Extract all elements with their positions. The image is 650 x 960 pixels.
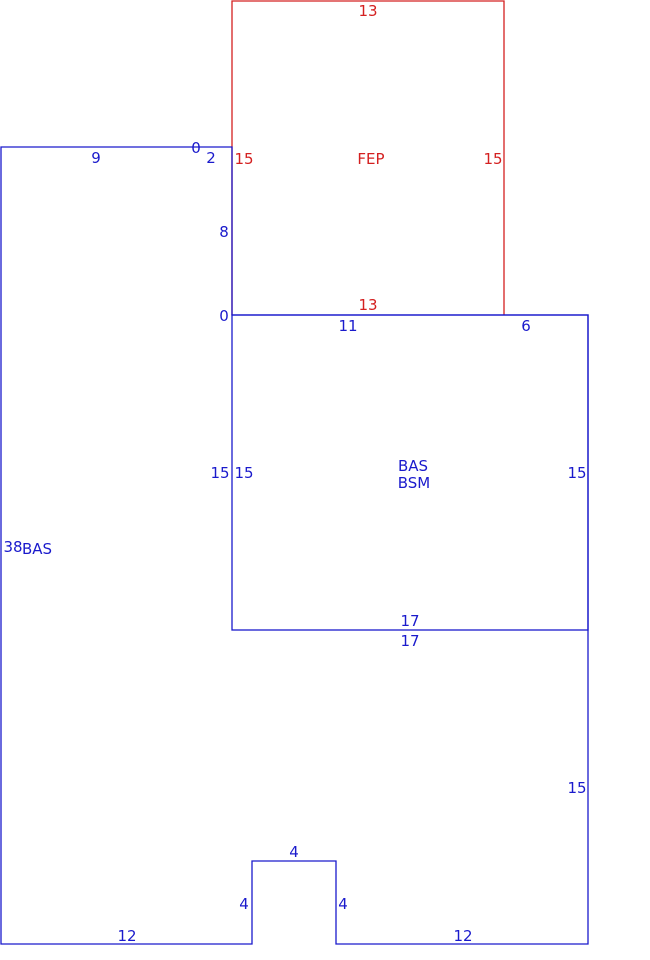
sub-right-dim: 15 [567, 464, 586, 482]
fep-top-dim: 13 [358, 2, 377, 20]
bas-left-dim: 38 [3, 538, 22, 556]
bas-step-0-dim: 0 [219, 307, 229, 325]
bas-top-dim: 9 [91, 149, 101, 167]
bottom-left-dim: 12 [117, 927, 136, 945]
sub-top-6-dim: 6 [521, 317, 531, 335]
sub-left-inner-dim: 15 [234, 464, 253, 482]
notch-left-dim: 4 [239, 895, 249, 913]
sub-top-11-dim: 11 [338, 317, 357, 335]
fep-left-dim: 15 [234, 150, 253, 168]
sub-left-outer-dim: 15 [210, 464, 229, 482]
bas-main-outline [0, 146, 589, 945]
sub-area-label-bas: BAS [398, 457, 428, 475]
sub-bottom-outer-dim: 17 [400, 632, 419, 650]
bas-right-dim: 15 [567, 779, 586, 797]
fep-area-label: FEP [357, 150, 384, 168]
fep-bottom-dim: 13 [358, 296, 377, 314]
bas-bsm-outline [231, 314, 589, 631]
bas-step-2-dim: 2 [206, 149, 216, 167]
sub-area-label-bsm: BSM [398, 474, 431, 492]
fep-right-dim: 15 [483, 150, 502, 168]
notch-right-dim: 4 [338, 895, 348, 913]
bottom-right-dim: 12 [453, 927, 472, 945]
bas-step-8-dim: 8 [219, 223, 229, 241]
sub-bottom-inner-dim: 17 [400, 612, 419, 630]
bas-area-label: BAS [22, 540, 52, 558]
notch-top-dim: 4 [289, 843, 299, 861]
bas-top-zero-dim: 0 [191, 139, 201, 157]
